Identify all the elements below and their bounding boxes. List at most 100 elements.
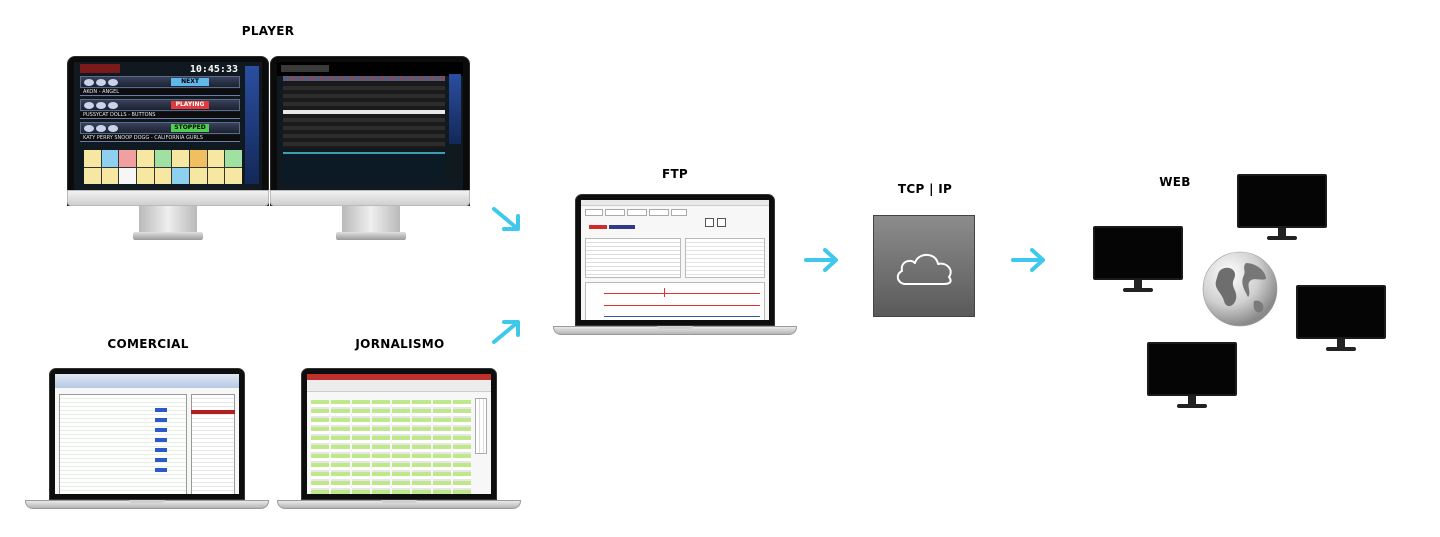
jornalismo-calendar [475,398,487,454]
playlist-table [283,82,445,148]
ftp-laptop [553,194,797,336]
ftp-tab [585,209,603,216]
monitor-foot [1123,288,1153,292]
graph-line [604,293,760,294]
ftp-tab [627,209,647,216]
deck-song-2: PUSSYCAT DOLLS - BUTTONS [80,112,240,119]
deck-playing: PLAYING [80,99,240,111]
playlist-bottom-panel [283,152,445,184]
deck-state-playing: PLAYING [171,101,209,109]
ftp-tab [649,209,669,216]
monitor-foot [336,232,406,240]
playlist-screen [277,62,463,190]
ftp-graph [585,282,765,320]
monitor-stand [342,206,400,236]
tcp-ip-cloud-box [873,215,975,317]
ftp-xml-view [685,238,765,278]
deck-song-3: KATY PERRY SNOOP DOGG - CALIFORNIA GURLS [80,135,240,142]
stop-icon [717,218,726,227]
arrow-icon [804,248,838,272]
jornalismo-screen [307,374,491,494]
jornalismo-label: JORNALISMO [355,337,445,351]
deck-button-icon [96,125,106,132]
web-label: WEB [1159,175,1191,189]
player-monitor-right [270,56,470,242]
laptop-notch [657,326,693,329]
ftp-label: FTP [661,167,689,181]
deck-stopped: STOPPED [80,122,240,134]
monitor-foot [1267,236,1297,240]
player-clock: 10:45:33 [189,64,238,75]
monitor-panel [1237,174,1327,228]
comercial-label: COMERCIAL [107,337,189,351]
monitor-chin [270,190,470,206]
jornalismo-columns [311,400,471,494]
playlist-selected-row [283,110,445,114]
player-monitor-left: 10:45:33 NEXT AKON - ANGEL PLAYING PUSSY… [67,56,269,242]
tcp-ip-label: TCP | IP [897,182,953,196]
comercial-side-table [191,394,235,494]
deck-state-stopped: STOPPED [171,124,209,132]
comercial-markers [155,408,167,478]
comercial-side-header [191,410,235,414]
monitor-panel [1093,226,1183,280]
monitor-foot [133,232,203,240]
monitor-neck [1134,280,1142,288]
comercial-table [59,394,187,494]
comercial-laptop [25,368,269,510]
graph-line [604,316,760,317]
arrow-icon [492,320,520,344]
web-monitor-top [1237,174,1327,240]
monitor-panel [1147,342,1237,396]
monitor-neck [1337,339,1345,347]
player-screen: 10:45:33 NEXT AKON - ANGEL PLAYING PUSSY… [74,62,262,190]
web-monitor-left [1093,226,1183,292]
monitor-stand [139,206,197,236]
monitor-neck [1188,396,1196,404]
ftp-status-red [589,225,607,229]
comercial-screen [55,374,239,494]
playlist-side-panel [449,74,461,144]
player-label: PLAYER [241,24,295,38]
laptop-lid [49,368,245,500]
deck-button-icon [108,125,118,132]
monitor-chin [67,190,269,206]
monitor-foot [1177,404,1207,408]
graph-spike [664,288,665,297]
ftp-screen [581,200,769,320]
laptop-notch [129,500,165,503]
deck-button-icon [96,102,106,109]
monitor-foot [1326,347,1356,351]
ftp-tab [605,209,625,216]
monitor-neck [1278,228,1286,236]
web-monitor-bottom [1147,342,1237,408]
player-logo [80,64,120,73]
playlist-header [277,62,463,76]
player-side-panel [245,66,259,184]
deck-button-icon [108,102,118,109]
playlist-tabs [283,76,445,81]
web-monitor-right [1296,285,1386,351]
jornalismo-laptop [277,368,521,510]
player-cart-grid [84,150,242,184]
graph-line [604,305,760,306]
deck-next: NEXT [80,76,240,88]
ftp-status-blue [609,225,635,229]
comercial-toolbar [55,374,239,388]
jornalismo-toolbar [307,380,491,392]
deck-button-icon [108,79,118,86]
jornalismo-titlebar [307,374,491,380]
arrow-icon [1011,248,1045,272]
deck-button-icon [96,79,106,86]
playlist-logo [281,65,329,72]
deck-button-icon [84,102,94,109]
arrow-icon [492,207,520,231]
laptop-notch [381,500,417,503]
monitor-panel [1296,285,1386,339]
globe-icon [1202,251,1278,327]
ftp-titlebar [581,200,769,206]
play-icon [705,218,714,227]
deck-button-icon [84,125,94,132]
cloud-icon [896,253,952,285]
ftp-log [585,238,681,278]
